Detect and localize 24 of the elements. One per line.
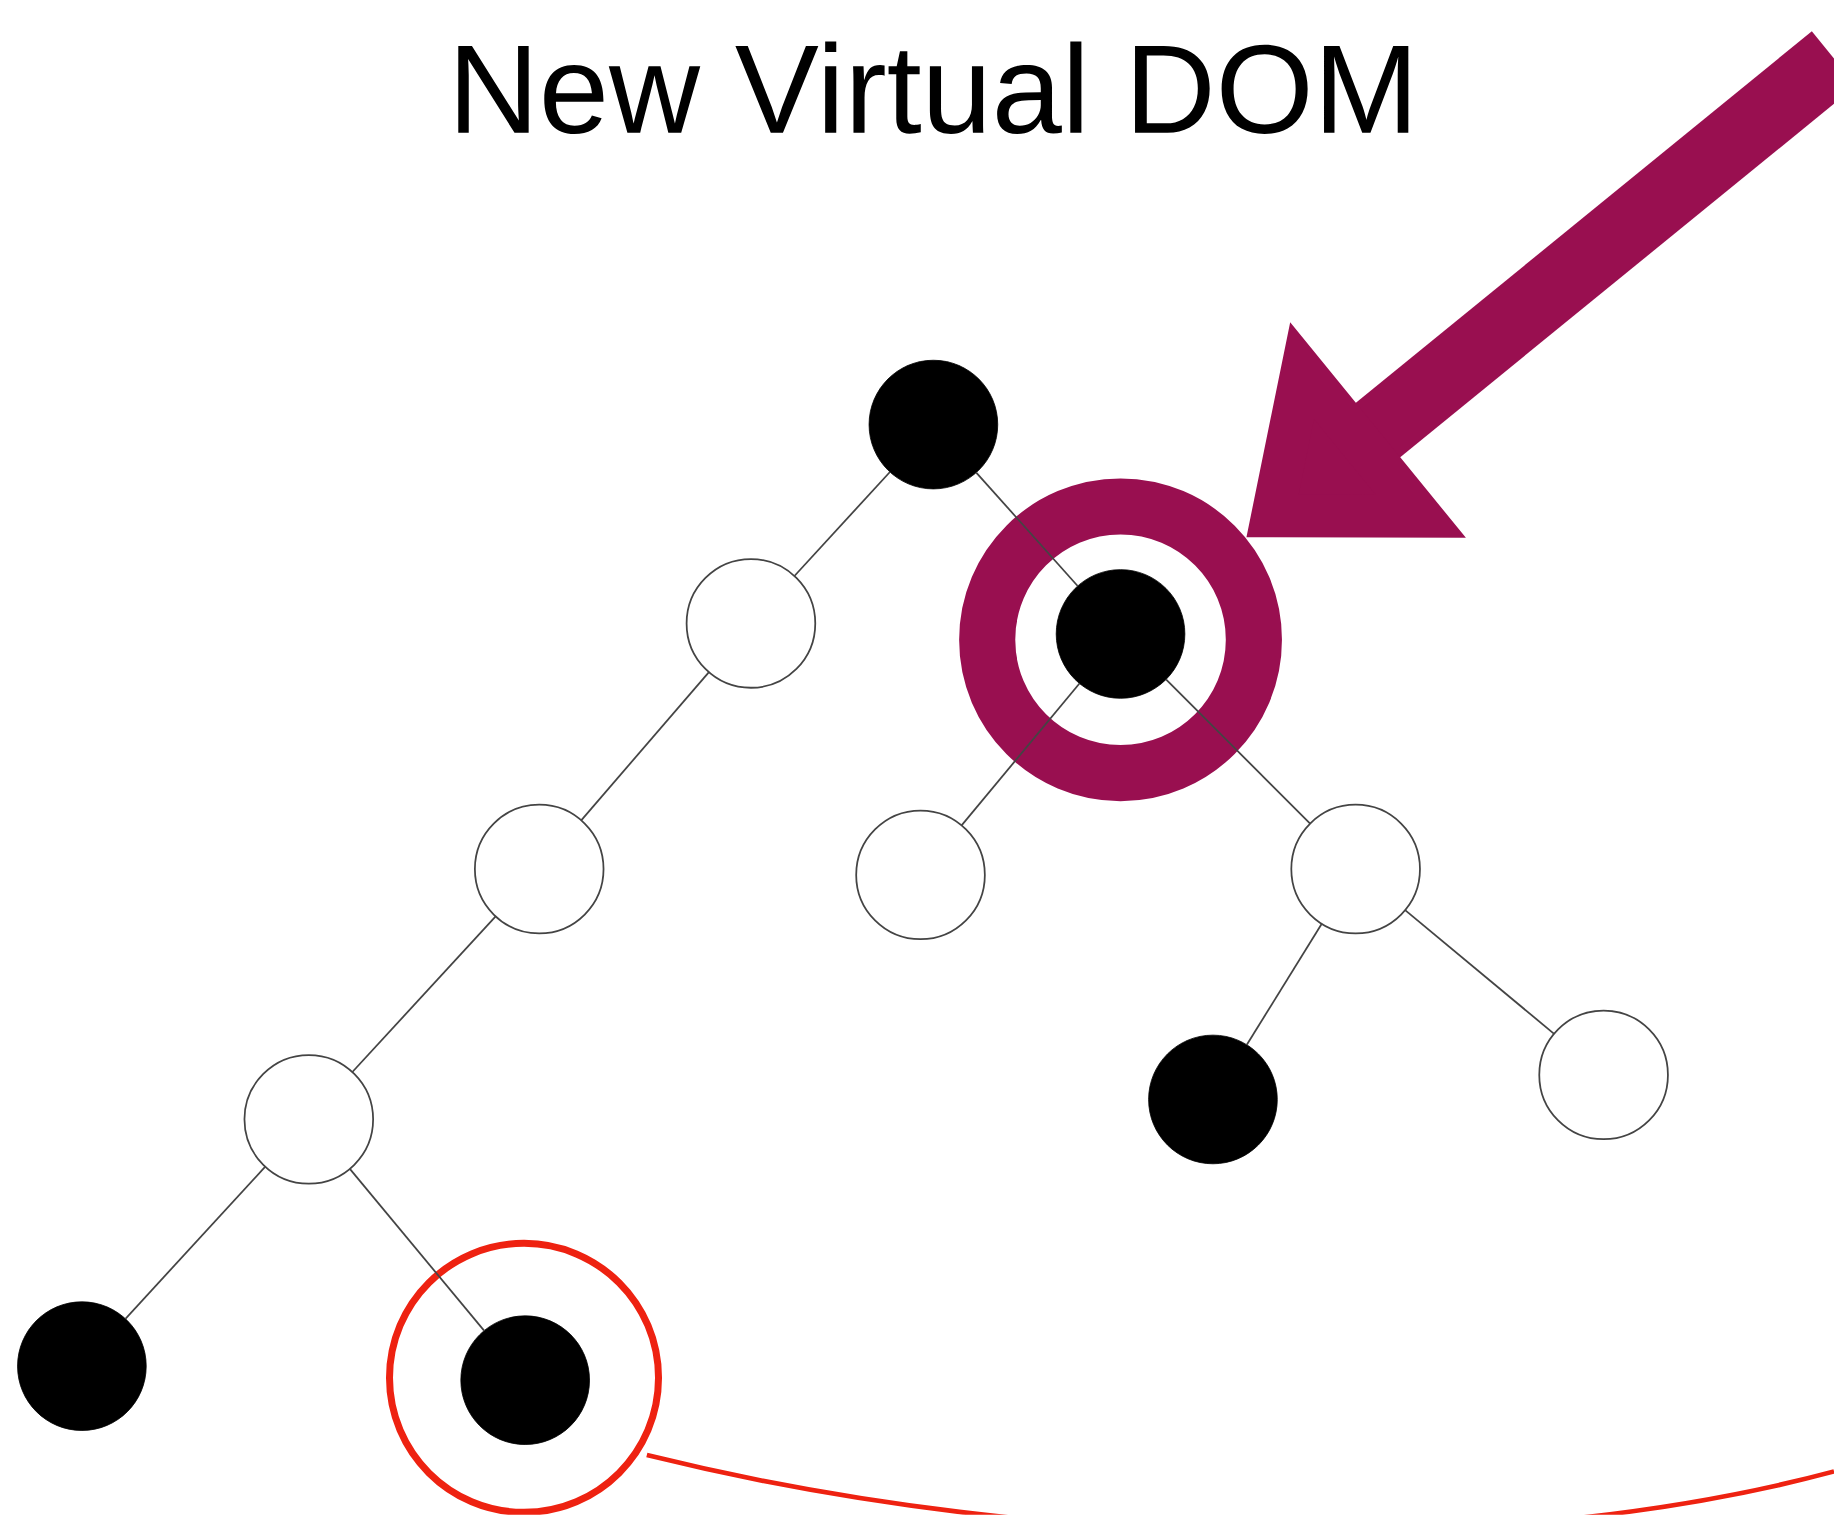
empty-circle	[1538, 1009, 1669, 1141]
connector-line	[975, 471, 1079, 588]
empty-circle	[474, 804, 605, 935]
connector-line	[793, 471, 891, 578]
filled-circle	[1055, 569, 1186, 699]
empty-circle	[243, 1054, 374, 1185]
filled-circle	[17, 1301, 147, 1432]
empty-circle	[855, 809, 986, 941]
highlight-ring	[386, 1240, 663, 1515]
connector-line	[124, 1165, 267, 1320]
filled-circle	[1148, 1034, 1278, 1165]
connector-line	[1165, 678, 1312, 825]
empty-circle	[1290, 804, 1421, 935]
connector-line	[1404, 909, 1555, 1035]
title: New Virtual DOM	[458, 41, 1409, 135]
connector-line	[960, 682, 1081, 827]
highlight-ring	[959, 478, 1282, 802]
connector-line	[580, 671, 710, 822]
filled-circle	[460, 1315, 590, 1446]
connector-line	[349, 1168, 485, 1332]
empty-circle	[685, 558, 817, 689]
filled-circle	[868, 360, 999, 490]
connector-line	[351, 915, 497, 1074]
connector-line	[1245, 923, 1323, 1046]
